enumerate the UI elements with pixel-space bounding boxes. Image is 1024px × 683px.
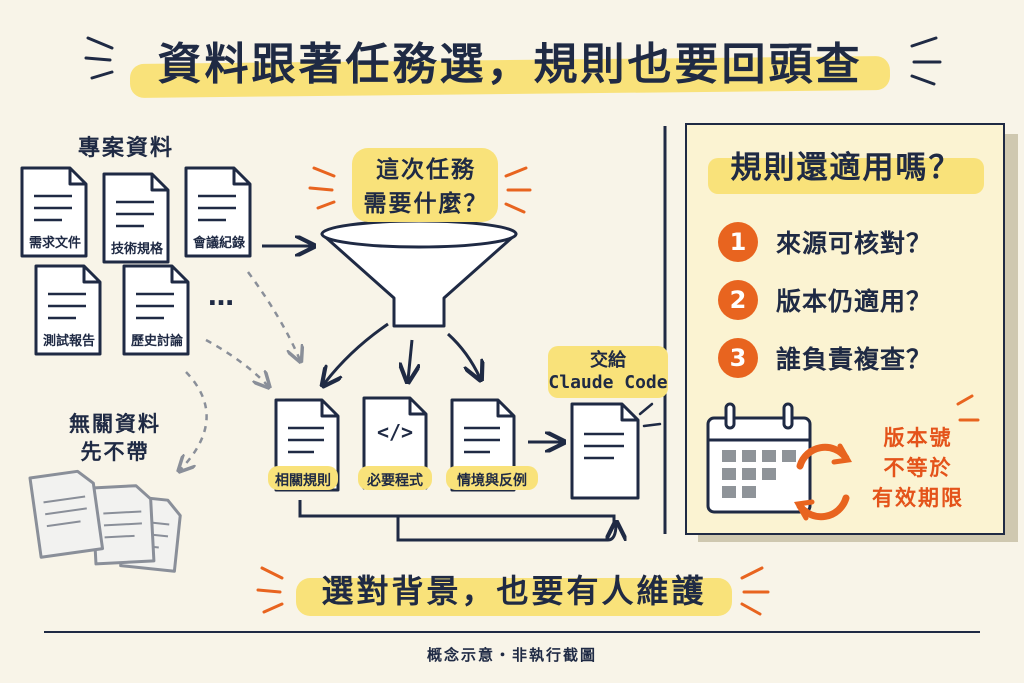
handoff-highlight: [548, 346, 668, 398]
version-note-line3: 有效期限: [872, 486, 964, 510]
question-burst-marks: [308, 166, 532, 214]
source-heading: 專案資料: [78, 136, 175, 161]
rules-heading: 規則還適用嗎？: [730, 150, 962, 186]
irrelevant-label-line1: 無關資料: [69, 412, 161, 436]
version-note-line2: 不等於: [883, 456, 953, 480]
refresh-cycle-icon: [794, 443, 852, 521]
selected-label-rules: 相關規則: [275, 473, 331, 489]
source-docs-group: [20, 166, 252, 356]
doc-icon-requirements: [20, 166, 88, 258]
handoff-line1: 交給: [590, 350, 626, 371]
handoff-line2: Claude Code: [548, 372, 668, 393]
rules-heading-highlight: [708, 158, 984, 194]
code-symbol: </>: [376, 420, 414, 444]
rule-text: 來源可核對？: [776, 229, 933, 258]
selected-label-scenarios: 情境與反例: [457, 473, 527, 489]
rules-label-highlight: [268, 466, 338, 490]
rule-number-badge: 1: [718, 222, 758, 262]
version-note-line1: 版本號: [883, 426, 953, 450]
irrelevant-label-line2: 先不帶: [80, 440, 150, 464]
doc-label-meeting-notes: 會議紀錄: [192, 236, 245, 251]
calendar-icon: [706, 402, 812, 514]
dashed-arrows: [180, 271, 300, 470]
footer-caption: 概念示意・非執行截圖: [426, 646, 597, 664]
bottom-banner-highlight: [296, 578, 732, 616]
funnel-output-arrows: [324, 322, 480, 384]
doc-icon-history: [122, 264, 190, 356]
rule-item-source: 1 來源可核對？: [718, 222, 932, 262]
rule-number-badge: 3: [718, 338, 758, 378]
doc-label-tech-spec: 技術規格: [110, 242, 163, 257]
bottom-banner-text: 選對背景，也要有人維護: [321, 572, 707, 610]
selected-label-code: 必要程式: [367, 473, 423, 489]
doc-icon-tech-spec: [102, 172, 170, 264]
merge-bracket: [298, 442, 616, 542]
code-label-highlight: [358, 466, 432, 490]
rule-item-version: 2 版本仍適用？: [718, 280, 932, 320]
rule-item-owner: 3 誰負責複查？: [718, 338, 932, 378]
note-burst-marks: [956, 394, 980, 422]
more-docs-ellipsis: …: [208, 282, 237, 312]
rule-text: 誰負責複查？: [776, 345, 933, 374]
question-line1: 這次任務: [376, 157, 476, 183]
page-title: 資料跟著任務選，規則也要回頭查: [157, 39, 863, 90]
title-accent-marks: [84, 36, 942, 86]
handoff-doc-icon: [570, 402, 640, 500]
doc-label-requirements: 需求文件: [28, 236, 81, 251]
banner-burst-marks: [256, 566, 770, 616]
irrelevant-docs-stack-icon: [28, 469, 182, 573]
doc-icon-meeting-notes: [184, 166, 252, 258]
scenarios-label-highlight: [446, 466, 538, 490]
funnel-icon: [320, 219, 518, 328]
doc-icon-test-report: [34, 264, 102, 356]
rule-text: 版本仍適用？: [776, 287, 933, 316]
question-line2: 需要什麼？: [363, 191, 489, 217]
handoff-sparkle: [638, 402, 662, 428]
doc-label-test-report: 測試報告: [42, 334, 95, 349]
rule-number-badge: 2: [718, 280, 758, 320]
question-highlight: [352, 148, 498, 222]
doc-label-history: 歷史討論: [130, 334, 183, 349]
title-block: 資料跟著任務選，規則也要回頭查: [120, 22, 900, 98]
